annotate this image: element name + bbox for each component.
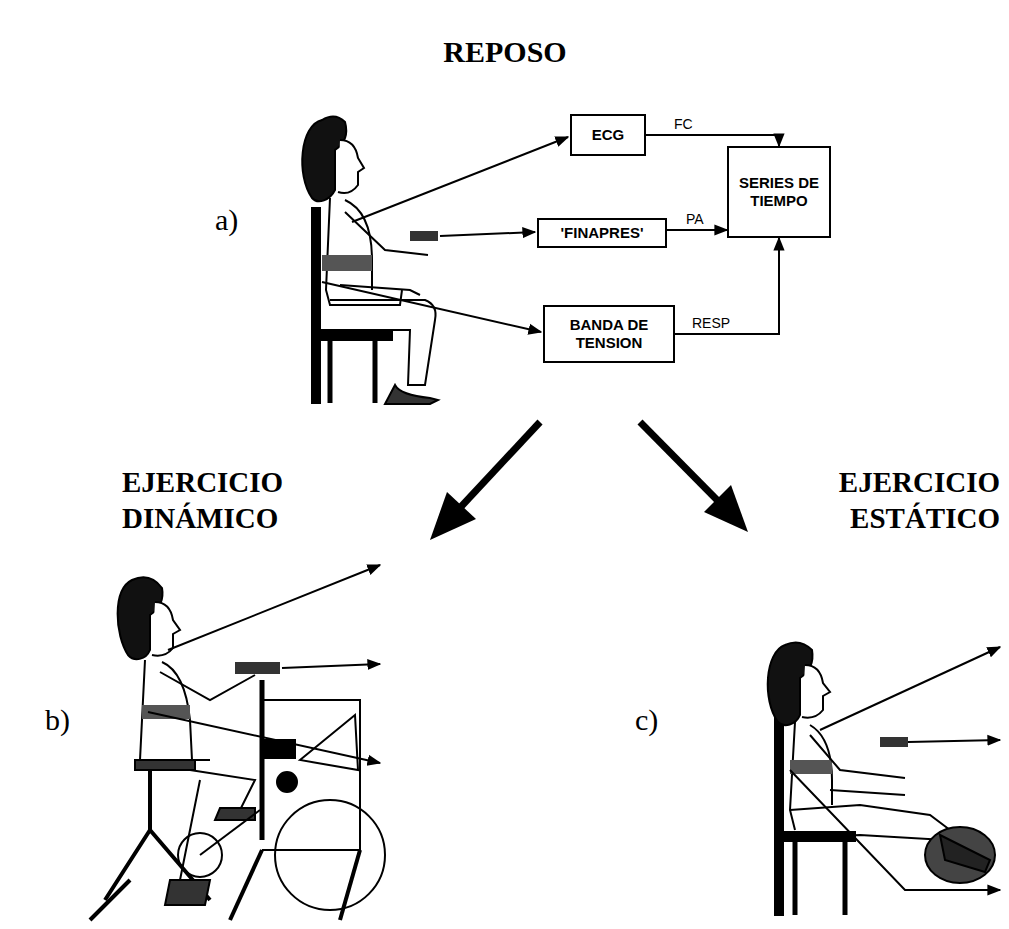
- branch-arrows: [430, 422, 748, 540]
- signal-name: PA: [684, 211, 706, 227]
- person-rest: [302, 116, 568, 404]
- panel-letter: b): [45, 703, 70, 737]
- process-box: BANDA DE TENSION: [543, 305, 675, 363]
- person-bike: [90, 565, 385, 920]
- signal-name: FC: [672, 116, 695, 132]
- signal-arrow: [646, 135, 779, 146]
- process-box: 'FINAPRES': [537, 218, 667, 248]
- heading: REPOSO: [443, 35, 566, 69]
- signal-arrow: [675, 238, 779, 334]
- section-heading: EJERCICIO ESTÁTICO: [785, 464, 1000, 537]
- process-box: SERIES DE TIEMPO: [727, 146, 831, 238]
- person-static: [768, 642, 1000, 915]
- box-label: 'FINAPRES': [561, 224, 644, 242]
- panel-letter: a): [215, 203, 238, 237]
- process-box: ECG: [570, 114, 646, 156]
- box-label: SERIES DE TIEMPO: [736, 174, 822, 210]
- signal-name: RESP: [690, 315, 732, 331]
- section-heading: EJERCICIO DINÁMICO: [122, 464, 352, 537]
- signal-arrow: [667, 229, 727, 231]
- box-label: BANDA DE TENSION: [554, 316, 664, 352]
- box-label: ECG: [592, 126, 625, 144]
- panel-letter: c): [635, 703, 658, 737]
